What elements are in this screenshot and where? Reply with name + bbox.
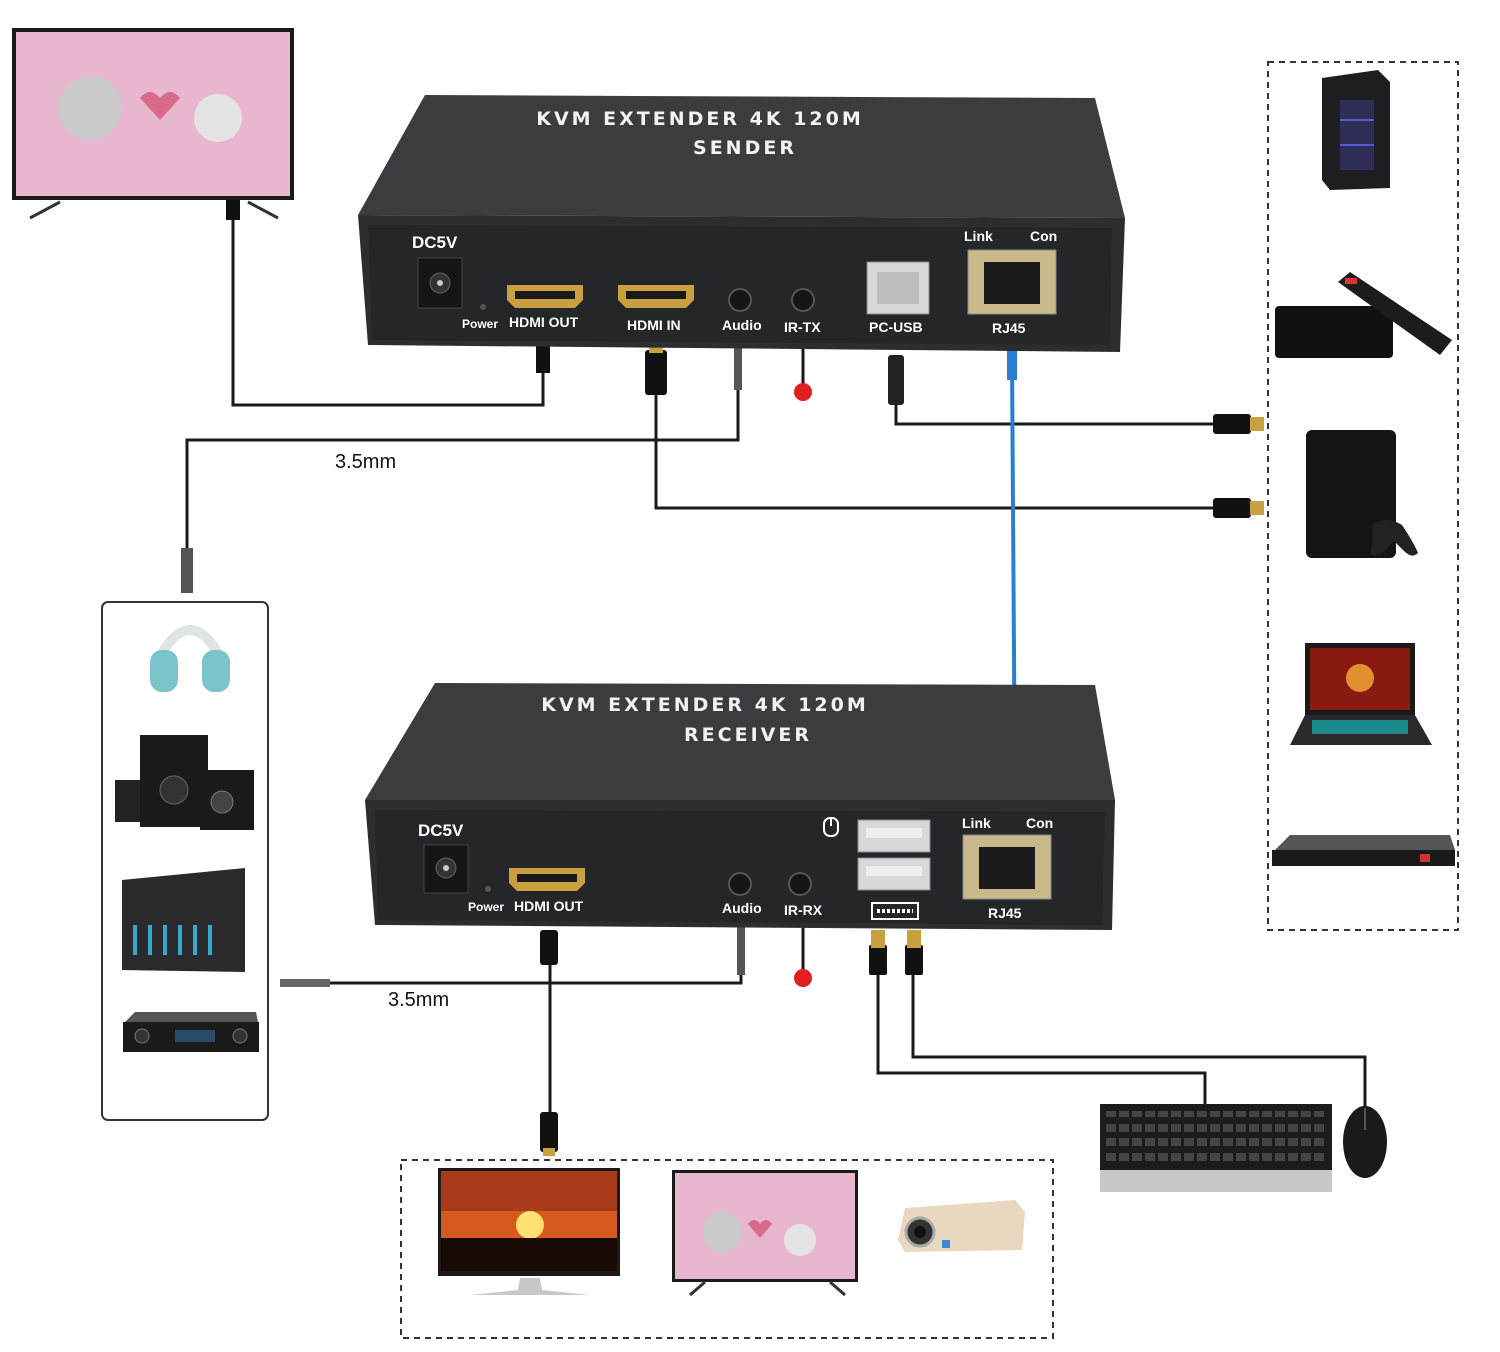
receiver-hdmi-out-label: HDMI OUT bbox=[514, 898, 584, 914]
receiver-usb-mouse-cable bbox=[911, 970, 1367, 1108]
desktop-pc-icon bbox=[1322, 70, 1390, 190]
receiver-audio-port bbox=[728, 872, 752, 896]
headphones-icon bbox=[150, 625, 230, 692]
laptop-icon bbox=[1290, 643, 1432, 745]
tv-icon bbox=[672, 1170, 858, 1297]
sender-usb-cable bbox=[894, 400, 1220, 426]
receiver-dc-label: DC5V bbox=[418, 821, 464, 840]
speakers-icon bbox=[115, 735, 254, 830]
receiver-title: KVM EXTENDER 4K 120M bbox=[541, 694, 869, 716]
sender-dc-label: DC5V bbox=[412, 233, 458, 252]
projector-icon bbox=[898, 1200, 1025, 1252]
audio-outputs-group bbox=[101, 601, 269, 1121]
mouse-icon bbox=[1343, 1106, 1387, 1178]
receiver-subtitle: RECEIVER bbox=[684, 724, 812, 746]
receiver-device: KVM EXTENDER 4K 120M RECEIVER DC5V Power… bbox=[365, 683, 1115, 930]
sender-pc-usb-label: PC-USB bbox=[869, 319, 923, 335]
sender-title: KVM EXTENDER 4K 120M bbox=[536, 108, 864, 130]
receiver-ir-port bbox=[788, 872, 812, 896]
sender-power-led bbox=[480, 304, 486, 310]
sender-audio-port bbox=[728, 288, 752, 312]
sender-device: KVM EXTENDER 4K 120M SENDER DC5V Power H… bbox=[358, 95, 1125, 352]
sender-ir-label: IR-TX bbox=[784, 319, 821, 335]
monitor-icon bbox=[438, 1168, 620, 1295]
cables bbox=[185, 215, 1367, 1120]
sender-subtitle: SENDER bbox=[693, 137, 797, 159]
receiver-audio-cable bbox=[330, 970, 743, 985]
sender-con-label: Con bbox=[1030, 228, 1057, 244]
sender-audio-cable-label: 3.5mm bbox=[335, 451, 396, 473]
sender-ir-port bbox=[791, 288, 815, 312]
receiver-rj45-label: RJ45 bbox=[988, 905, 1022, 921]
sender-hdmi-out-cable bbox=[231, 215, 545, 407]
sender-hdmi-out-label: HDMI OUT bbox=[509, 314, 579, 330]
ir-rx-dot bbox=[794, 969, 812, 987]
ir-tx-dot bbox=[794, 383, 812, 401]
receiver-usb-keyboard-cable bbox=[876, 970, 1207, 1105]
keyboard-port-icon bbox=[871, 902, 919, 920]
set-top-box-icon bbox=[1275, 272, 1452, 358]
sender-link-label: Link bbox=[964, 228, 993, 244]
receiver-con-label: Con bbox=[1026, 815, 1053, 831]
receiver-power-label: Power bbox=[468, 900, 504, 914]
sender-rj45-label: RJ45 bbox=[992, 320, 1026, 336]
mouse-port-icon bbox=[823, 817, 839, 837]
keyboard-icon bbox=[1100, 1104, 1332, 1192]
connector-plugs bbox=[181, 200, 1264, 1156]
sender-hdmi-in-label: HDMI IN bbox=[627, 317, 681, 333]
sender-power-label: Power bbox=[462, 317, 498, 331]
receiver-audio-label: Audio bbox=[722, 900, 762, 916]
receiver-ir-label: IR-RX bbox=[784, 902, 823, 918]
sender-audio-cable bbox=[185, 360, 740, 570]
game-console-icon bbox=[1306, 430, 1418, 558]
receiver-displays-group bbox=[400, 1159, 1054, 1339]
dvd-player-icon bbox=[1272, 835, 1455, 866]
receiver-power-led bbox=[485, 886, 491, 892]
amplifier-icon bbox=[123, 1012, 259, 1052]
sender-hdmi-in-cable bbox=[654, 390, 1220, 510]
sender-audio-label: Audio bbox=[722, 317, 762, 333]
receiver-link-label: Link bbox=[962, 815, 991, 831]
audio-mixer-icon bbox=[122, 868, 245, 972]
tv-icon bbox=[12, 28, 294, 220]
receiver-audio-cable-label: 3.5mm bbox=[388, 989, 449, 1011]
